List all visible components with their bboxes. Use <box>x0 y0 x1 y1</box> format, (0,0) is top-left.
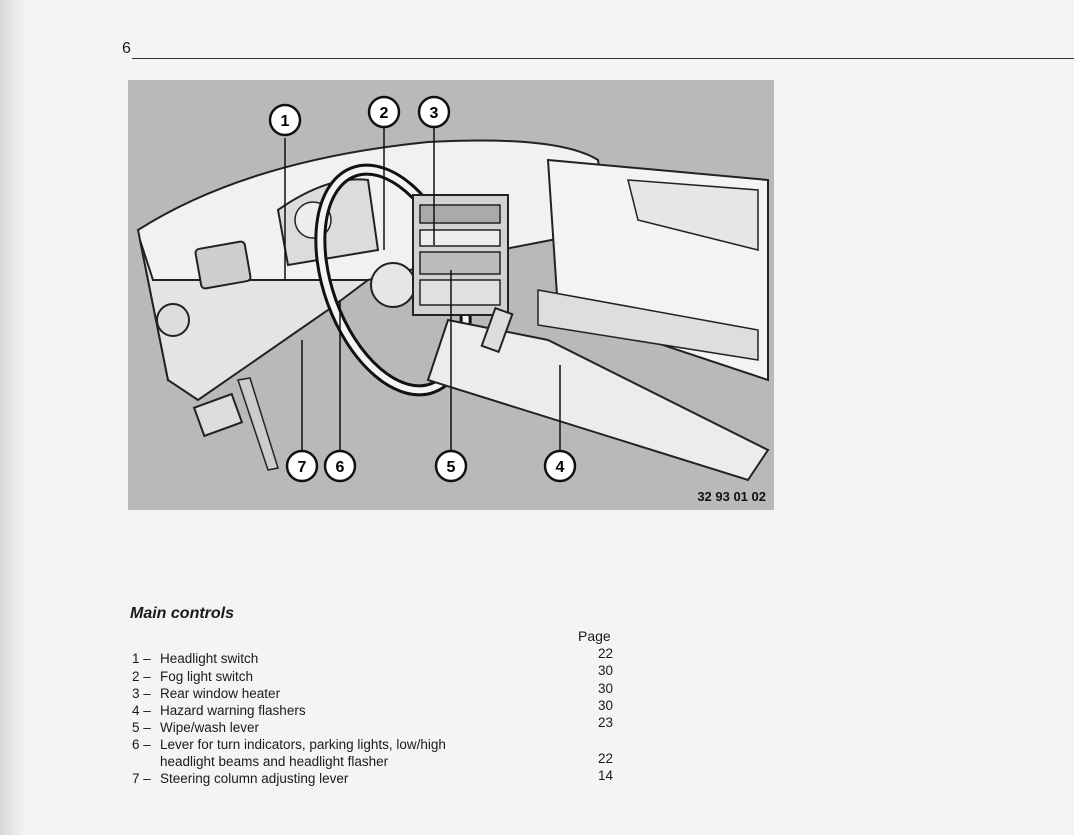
svg-text:6: 6 <box>336 459 345 476</box>
item-label: Hazard warning flashers <box>160 703 306 718</box>
item-label: Steering column adjusting lever <box>160 771 348 786</box>
header-rule <box>132 58 1074 59</box>
item-page: 30 <box>598 697 613 714</box>
svg-text:3: 3 <box>430 105 439 122</box>
item-label-continuation: headlight beams and headlight flasher <box>160 753 388 770</box>
list-item: 2 –Fog light switch <box>132 668 253 685</box>
item-number: 2 – <box>132 668 160 685</box>
item-label: Fog light switch <box>160 669 253 684</box>
svg-text:7: 7 <box>298 459 307 476</box>
dashboard-illustration: 1 2 3 4 5 6 7 32 93 01 02 <box>128 80 774 510</box>
svg-text:5: 5 <box>447 459 456 476</box>
item-label: Headlight switch <box>160 651 258 666</box>
list-item: 5 –Wipe/wash lever <box>132 719 259 736</box>
callout-1: 1 <box>270 105 300 135</box>
callout-layer: 1 2 3 4 5 6 7 <box>128 80 774 510</box>
list-item: 7 –Steering column adjusting lever <box>132 770 348 787</box>
item-number: 6 – <box>132 736 160 753</box>
item-page: 30 <box>598 662 613 679</box>
svg-text:4: 4 <box>556 459 565 476</box>
page-number: 6 <box>122 40 131 58</box>
list-item: 1 –Headlight switch <box>132 650 258 667</box>
item-label: Lever for turn indicators, parking light… <box>160 737 446 752</box>
item-number: 4 – <box>132 702 160 719</box>
item-label: Wipe/wash lever <box>160 720 259 735</box>
item-label: Rear window heater <box>160 686 280 701</box>
callout-6: 6 <box>325 451 355 481</box>
callout-4: 4 <box>545 451 575 481</box>
item-number: 7 – <box>132 770 160 787</box>
callout-2: 2 <box>369 97 399 127</box>
item-page: 23 <box>598 714 613 731</box>
item-page: 22 <box>598 645 613 662</box>
list-item: 4 –Hazard warning flashers <box>132 702 306 719</box>
list-item: 6 –Lever for turn indicators, parking li… <box>132 736 446 753</box>
item-number: 5 – <box>132 719 160 736</box>
svg-text:2: 2 <box>380 105 389 122</box>
item-number: 3 – <box>132 685 160 702</box>
callout-3: 3 <box>419 97 449 127</box>
section-heading: Main controls <box>130 605 234 623</box>
item-page: 14 <box>598 767 613 784</box>
svg-text:1: 1 <box>281 113 290 130</box>
callout-5: 5 <box>436 451 466 481</box>
list-item: 3 –Rear window heater <box>132 685 280 702</box>
item-page: 30 <box>598 680 613 697</box>
binding-shadow <box>0 0 26 835</box>
callout-7: 7 <box>287 451 317 481</box>
page-column-header: Page <box>578 628 611 644</box>
figure-code: 32 93 01 02 <box>697 489 766 504</box>
item-page: 22 <box>598 750 613 767</box>
item-number: 1 – <box>132 650 160 667</box>
